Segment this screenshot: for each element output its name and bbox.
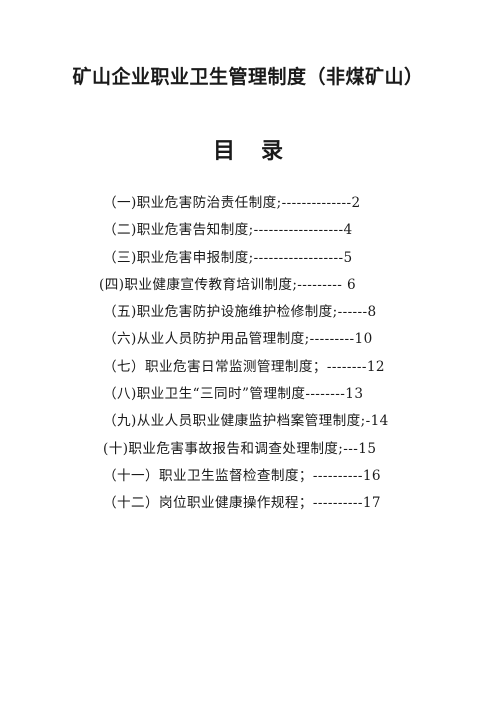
toc-heading-char-2: 录 xyxy=(261,139,284,164)
table-of-contents-heading: 目录 xyxy=(0,133,496,165)
toc-list: （一)职业危害防治责任制度;--------------2 （二)职业危害告知制… xyxy=(99,193,421,521)
toc-entry-9: （九)从业人员职业健康监护档案管理制度;-14 xyxy=(103,413,389,430)
document-title: 矿山企业职业卫生管理制度（非煤矿山） xyxy=(72,66,424,88)
toc-entry-2: （二)职业危害告知制度;------------------4 xyxy=(103,222,353,239)
toc-entry-8: （八)职业卫生“三同时”管理制度--------13 xyxy=(103,386,364,403)
toc-entry-5: （五)职业危害防护设施维护检修制度;------8 xyxy=(103,304,377,321)
toc-entry-4: (四)职业健康宣传教育培训制度;--------- 6 xyxy=(99,276,357,293)
toc-entry-7: （七）职业危害日常监测管理制度；--------12 xyxy=(103,358,385,375)
toc-entry-11: （十一）职业卫生监督检查制度；----------16 xyxy=(103,467,381,484)
toc-entry-1: （一)职业危害防治责任制度;--------------2 xyxy=(103,195,361,211)
toc-entry-12: （十二）岗位职业健康操作规程；----------17 xyxy=(103,495,381,512)
toc-entry-10: (十)职业危害事故报告和调查处理制度;---15 xyxy=(103,440,377,457)
toc-entry-3: （三)职业危害申报制度;------------------5 xyxy=(103,249,353,266)
toc-entry-6: （六)从业人员防护用品管理制度;---------10 xyxy=(103,331,373,348)
toc-heading-char-1: 目 xyxy=(212,139,235,164)
